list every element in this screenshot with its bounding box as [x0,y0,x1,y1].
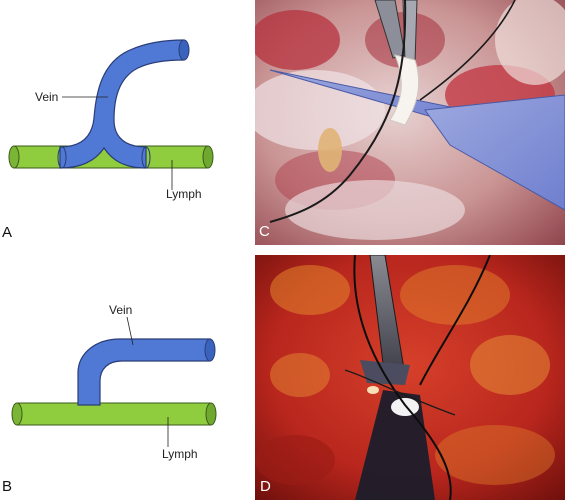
panel-d-photo: D [255,255,565,500]
panel-b-illustration: Vein Lymph [11,303,217,461]
panel-c-photo-illustration [255,0,565,245]
panel-b-lymph-label: Lymph [162,447,198,461]
panel-a-letter: A [2,224,13,241]
panel-b-vein-label: Vein [109,303,132,317]
panel-c-letter: C [259,223,270,240]
panel-a-lymph-label: Lymph [166,187,202,201]
panel-a-illustration: Vein Lymph [8,39,214,201]
panel-d-letter: D [260,478,271,495]
panel-d-photo-illustration [255,255,565,500]
panel-a-diagram: Vein Lymph A [0,0,250,245]
panel-b-vein-vessel [77,338,216,406]
panel-b-vein-leader [126,316,134,346]
panel-b-letter: B [2,478,13,495]
panel-a-vein-vessel [57,39,190,169]
panel-a-vein-label: Vein [35,90,58,104]
panel-b-diagram: Vein Lymph B [0,255,250,500]
panel-c-photo: C [255,0,565,245]
panel-b-lymph-vessel [11,402,217,426]
